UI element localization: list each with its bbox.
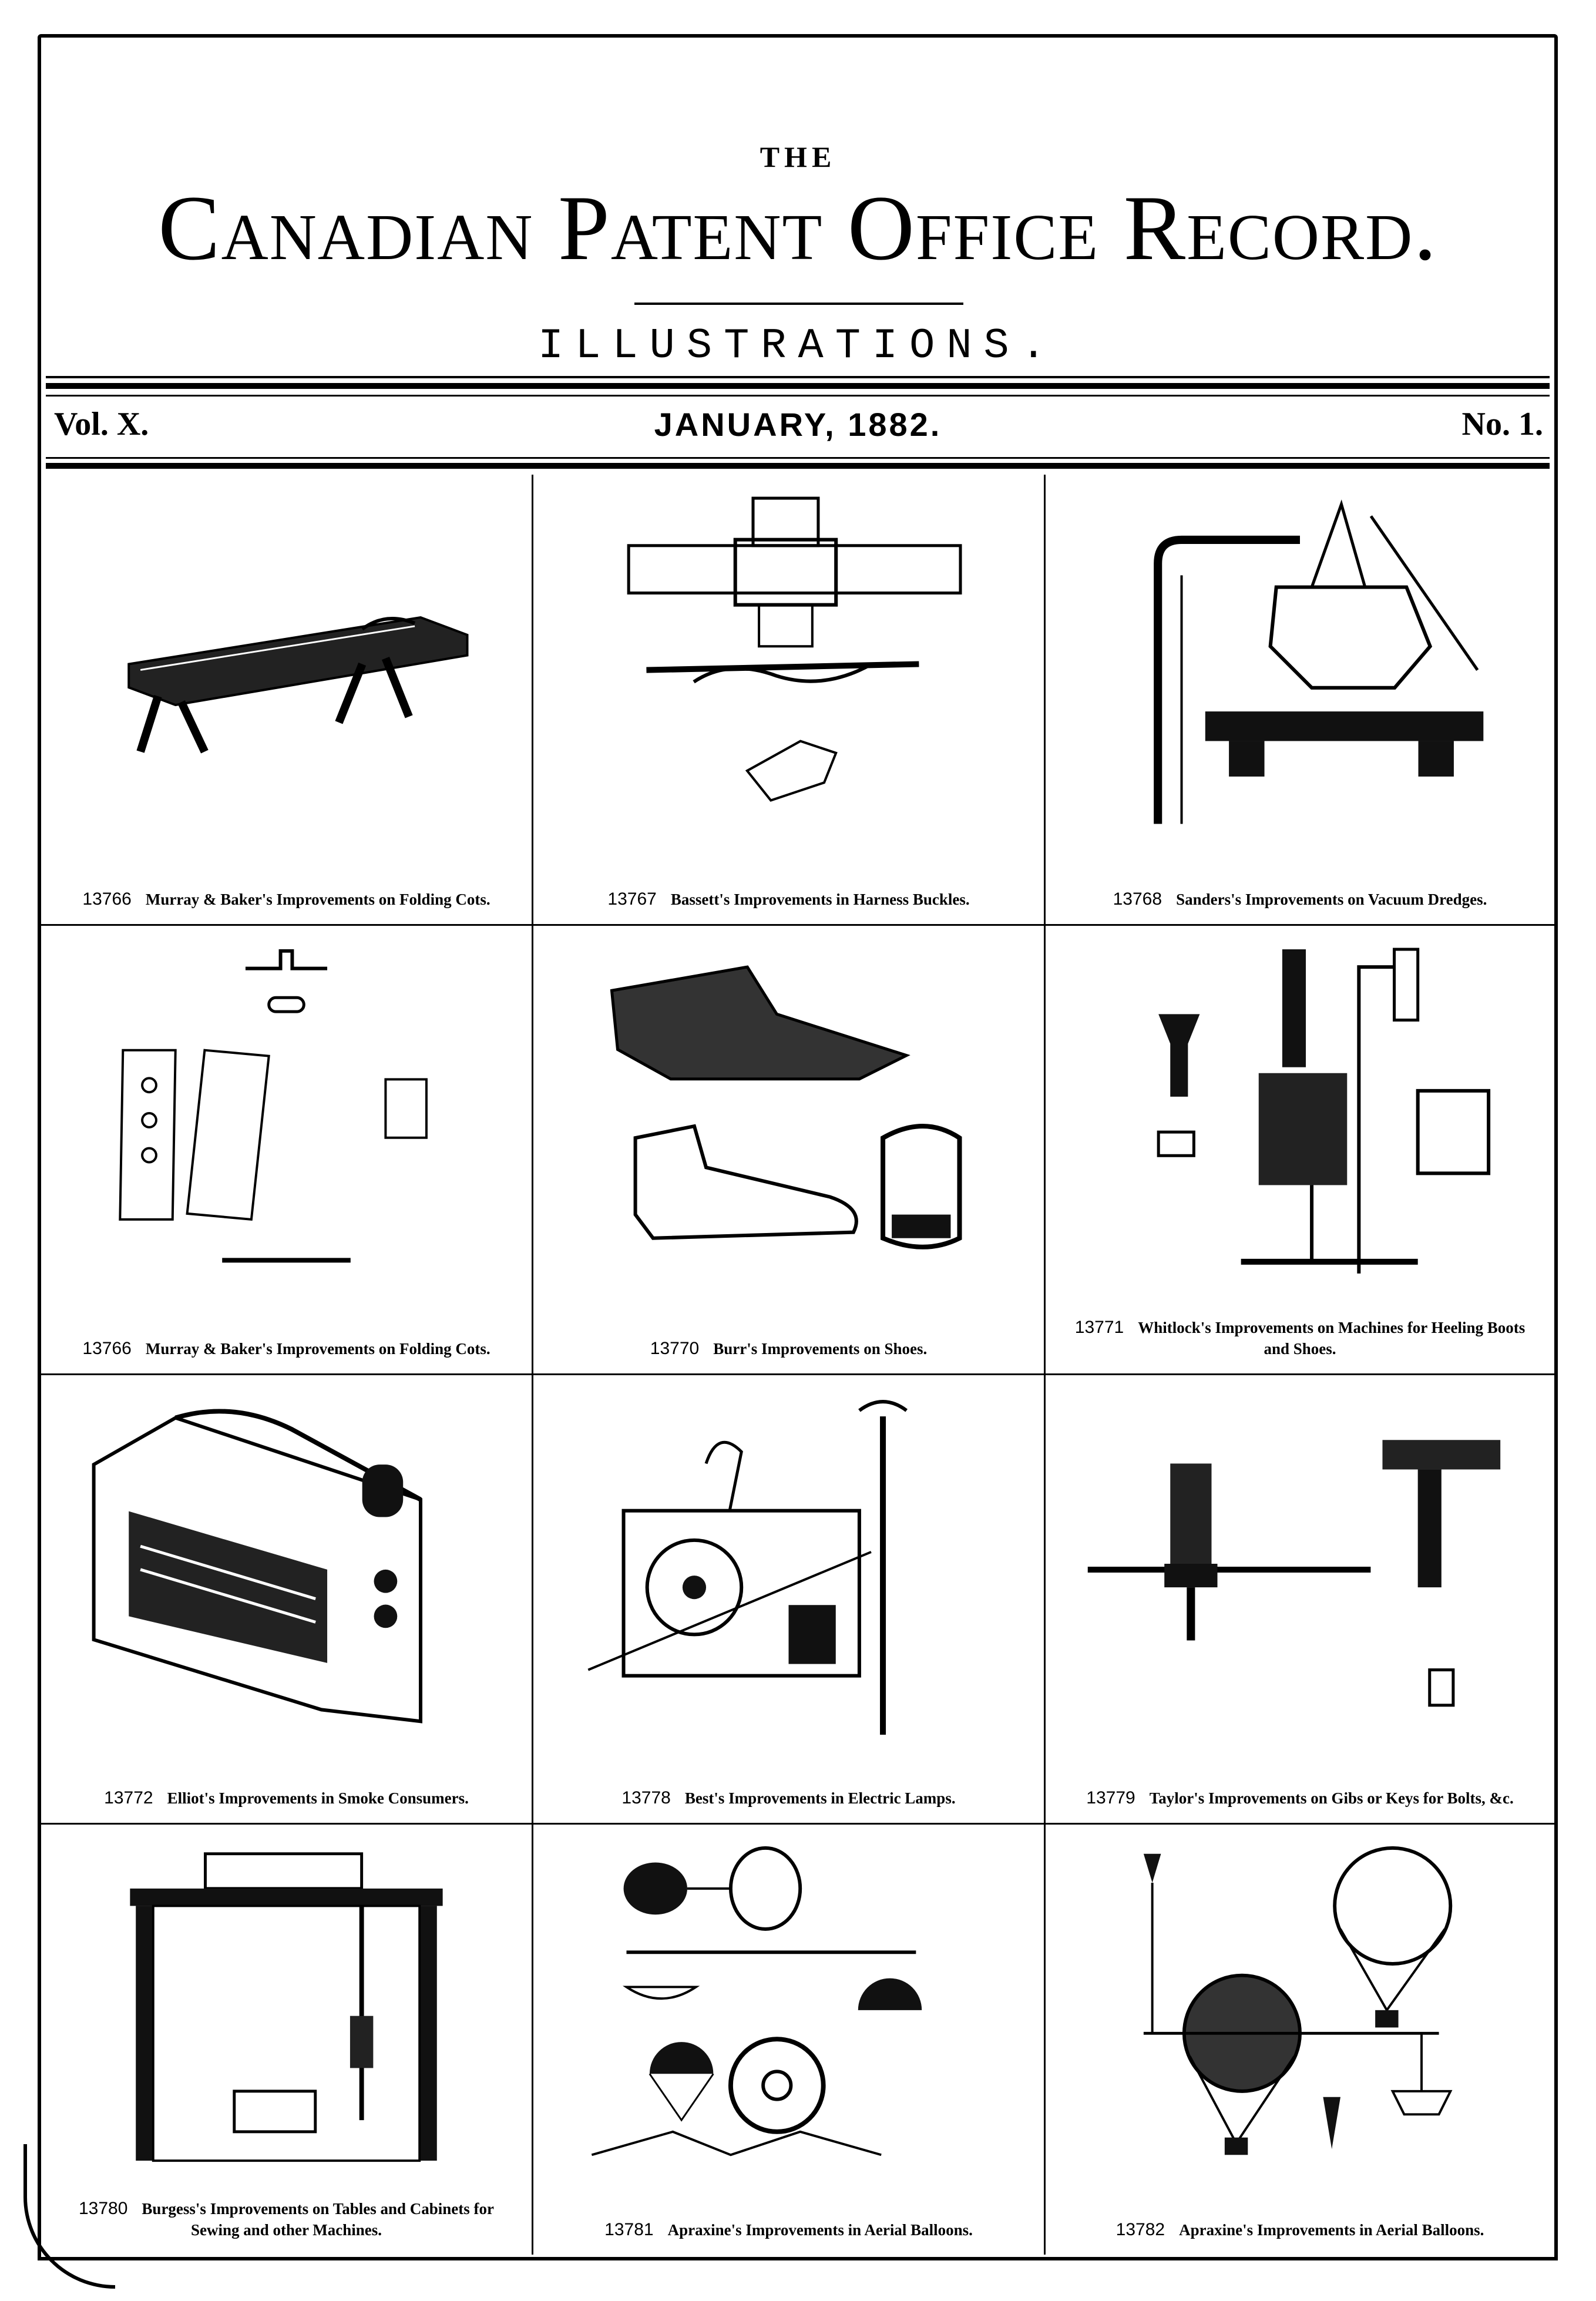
caption-text: Elliot's Improvements in Smoke Consumers… — [167, 1789, 469, 1807]
gib-key-illustration — [1063, 1393, 1537, 1735]
header-rule-thin — [46, 457, 1550, 459]
figure-cell: 13766 Murray & Baker's Improvements on Fo… — [41, 926, 533, 1375]
header-rule-thick — [46, 463, 1550, 469]
header-rule-thin — [46, 395, 1550, 397]
figure-caption: 13768 Sanders's Improvements on Vacuum Dr… — [1063, 889, 1537, 910]
patent-number: 13768 — [1113, 889, 1162, 909]
masthead-subtitle: ILLUSTRATIONS. — [538, 322, 1058, 370]
figure-caption: 13766 Murray & Baker's Improvements on Fo… — [59, 1338, 514, 1359]
issue-date: JANUARY, 1882. — [654, 406, 942, 443]
caption-text: Bassett's Improvements in Harness Buckle… — [670, 891, 970, 908]
patent-number: 13781 — [604, 2220, 654, 2239]
masthead-the: THE — [760, 140, 836, 173]
patent-number: 13766 — [82, 1339, 132, 1358]
folding-cot-parts-illustration — [59, 943, 514, 1285]
folding-cot-illustration — [59, 492, 514, 836]
figure-caption: 13778 Best's Improvements in Electric Lam… — [551, 1788, 1026, 1809]
patent-number: 13771 — [1074, 1318, 1124, 1337]
sewing-table-illustration — [59, 1842, 514, 2166]
volume-label: Vol. X. — [54, 406, 149, 442]
patent-number: 13767 — [607, 889, 657, 909]
heeling-machine-illustration — [1063, 943, 1537, 1285]
figure-caption: 13771 Whitlock's Improvements on Machines… — [1063, 1317, 1537, 1359]
patent-number: 13772 — [104, 1788, 153, 1808]
issue-number: No. 1. — [1461, 406, 1543, 442]
figure-cell: 13766 Murray & Baker's Improvements on Fo… — [41, 475, 533, 926]
patent-number: 13780 — [78, 2199, 128, 2218]
figure-cell: 13771 Whitlock's Improvements on Machines… — [1046, 926, 1554, 1375]
vacuum-dredge-illustration — [1063, 492, 1537, 836]
figure-cell: 13772 Elliot's Improvements in Smoke Cons… — [41, 1375, 533, 1825]
figure-cell: 13767 Bassett's Improvements in Harness B… — [533, 475, 1046, 926]
figure-caption: 13772 Elliot's Improvements in Smoke Cons… — [59, 1788, 514, 1809]
patent-number: 13778 — [621, 1788, 671, 1808]
caption-text: Whitlock's Improvements on Machines for … — [1138, 1319, 1526, 1358]
aerial-balloons-illustration — [1063, 1842, 1537, 2166]
figure-cell: 13778 Best's Improvements in Electric Lam… — [533, 1375, 1046, 1825]
figure-cell: 13768 Sanders's Improvements on Vacuum Dr… — [1046, 475, 1554, 926]
caption-text: Apraxine's Improvements in Aerial Balloo… — [1179, 2221, 1484, 2239]
page-frame — [38, 34, 1558, 2260]
aerial-balloon-parts-illustration — [551, 1842, 1026, 2166]
figure-caption: 13779 Taylor's Improvements on Gibs or Ke… — [1063, 1788, 1537, 1809]
header-rule-thick — [46, 383, 1550, 389]
electric-lamp-illustration — [551, 1393, 1026, 1735]
shoe-illustration — [551, 943, 1026, 1285]
figure-caption: 13767 Bassett's Improvements in Harness B… — [551, 889, 1026, 910]
caption-text: Burgess's Improvements on Tables and Cab… — [142, 2200, 495, 2239]
figure-caption: 13766 Murray & Baker's Improvements on Fo… — [59, 889, 514, 910]
figure-cell: 13781 Apraxine's Improvements in Aerial B… — [533, 1825, 1046, 2255]
figure-cell: 13779 Taylor's Improvements on Gibs or Ke… — [1046, 1375, 1554, 1825]
figure-caption: 13770 Burr's Improvements on Shoes. — [551, 1338, 1026, 1359]
patent-number: 13766 — [82, 889, 132, 909]
patent-number: 13770 — [650, 1339, 700, 1358]
smoke-consumer-illustration — [59, 1393, 514, 1735]
caption-text: Sanders's Improvements on Vacuum Dredges… — [1176, 891, 1487, 908]
caption-text: Best's Improvements in Electric Lamps. — [684, 1789, 956, 1807]
title-divider — [634, 303, 963, 305]
figure-caption: 13781 Apraxine's Improvements in Aerial B… — [551, 2219, 1026, 2240]
harness-buckle-illustration — [551, 492, 1026, 836]
figure-caption: 13782 Apraxine's Improvements in Aerial B… — [1063, 2219, 1537, 2240]
masthead-title: Canadian Patent Office Record. — [158, 177, 1438, 280]
figure-cell: 13782 Apraxine's Improvements in Aerial B… — [1046, 1825, 1554, 2255]
figure-cell: 13770 Burr's Improvements on Shoes. — [533, 926, 1046, 1375]
header-rule-thin — [46, 376, 1550, 378]
figure-caption: 13780 Burgess's Improvements on Tables an… — [59, 2198, 514, 2240]
figure-cell: 13780 Burgess's Improvements on Tables an… — [41, 1825, 533, 2255]
patent-number: 13782 — [1115, 2220, 1165, 2239]
caption-text: Burr's Improvements on Shoes. — [713, 1340, 928, 1358]
caption-text: Murray & Baker's Improvements on Folding… — [145, 891, 490, 908]
caption-text: Taylor's Improvements on Gibs or Keys fo… — [1149, 1789, 1514, 1807]
caption-text: Murray & Baker's Improvements on Folding… — [145, 1340, 490, 1358]
patent-number: 13779 — [1086, 1788, 1135, 1808]
caption-text: Apraxine's Improvements in Aerial Balloo… — [667, 2221, 973, 2239]
